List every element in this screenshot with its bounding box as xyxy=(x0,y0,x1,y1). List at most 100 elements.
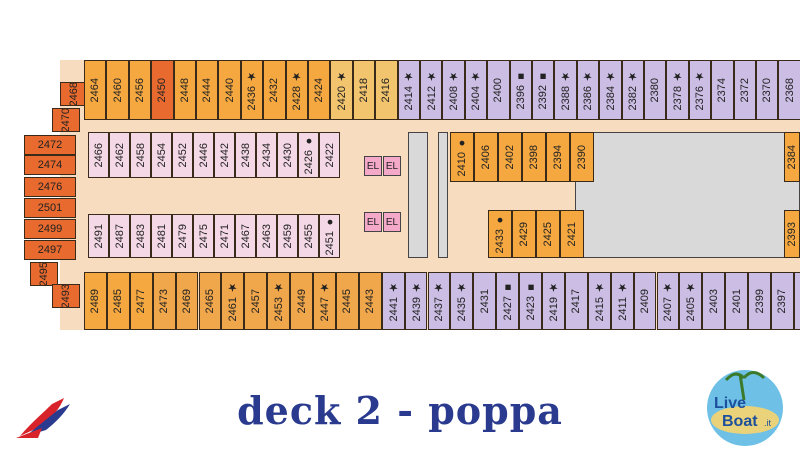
cabin: 2483 xyxy=(130,214,151,258)
cabin: 2416 xyxy=(375,60,398,120)
cabin: 2382 ★ xyxy=(621,60,644,120)
cabin: 2493 xyxy=(52,284,80,308)
elevator: EL xyxy=(364,212,382,232)
cabin: 2465 xyxy=(198,272,222,330)
cabin: 2440 xyxy=(218,60,241,120)
watermark-suffix: .it xyxy=(764,418,772,428)
cabin: 2475 xyxy=(193,214,214,258)
cabin: 2451 ● xyxy=(319,214,340,258)
cabin: 2399 xyxy=(748,272,771,330)
cabin: 2404 ★ xyxy=(464,60,488,120)
corridor-top xyxy=(60,118,800,132)
cabin: 2481 xyxy=(151,214,172,258)
cabin: 2436 ★ xyxy=(240,60,264,120)
cabin: 2406 xyxy=(474,132,498,182)
cabin: 2392 ■ xyxy=(532,60,555,120)
cabin: 2418 xyxy=(352,60,376,120)
cabin: 2495 xyxy=(30,262,58,286)
cabin: 2438 xyxy=(235,132,256,178)
cabin: 2397 xyxy=(771,272,794,330)
cabin: 2431 xyxy=(473,272,497,330)
service-area xyxy=(575,132,800,258)
cabin: 2450 xyxy=(151,60,174,120)
cabin: 2445 xyxy=(335,272,359,330)
elevator: EL xyxy=(383,156,401,176)
cabin: 2471 xyxy=(214,214,235,258)
cabin: 2453 ★ xyxy=(267,272,291,330)
carnival-funnel-logo xyxy=(16,398,70,438)
elevator: EL xyxy=(364,156,382,176)
cabin: 2374 xyxy=(711,60,734,120)
cabin: 2390 xyxy=(570,132,594,182)
cabin: 2443 xyxy=(358,272,382,330)
page-title: deck 2 - poppa xyxy=(237,388,563,433)
cabin: 2421 xyxy=(560,210,584,258)
cabin: 2449 xyxy=(290,272,313,330)
cabin: 2489 xyxy=(84,272,107,330)
cabin: 2372 xyxy=(733,60,756,120)
cabin: 2487 xyxy=(109,214,130,258)
cabin: 2368 xyxy=(778,60,800,120)
cabin: 2452 xyxy=(172,132,193,178)
cabin: 2427 ■ xyxy=(496,272,520,330)
cabin: 2444 xyxy=(196,60,219,120)
cabin: 2433 ● xyxy=(488,210,512,258)
cabin: 2429 xyxy=(512,210,536,258)
cabin: 2422 xyxy=(319,132,340,178)
cabin: 2411 ★ xyxy=(610,272,634,330)
watermark-boat: Boat xyxy=(722,413,758,430)
cabin: 2380 xyxy=(644,60,667,120)
cabin: 2476 xyxy=(24,177,76,197)
cabin: 2462 xyxy=(109,132,130,178)
cabin: 2464 xyxy=(84,60,107,120)
cabin: 2485 xyxy=(106,272,130,330)
cabin: 2463 xyxy=(256,214,277,258)
cabin: 2405 ★ xyxy=(679,272,703,330)
service-area xyxy=(438,132,448,258)
cabin: 2424 xyxy=(308,60,331,120)
cabin: 2403 xyxy=(702,272,726,330)
cabin: 2420 ★ xyxy=(330,60,353,120)
cabin: 2426 ● xyxy=(298,132,319,178)
cabin: 2454 xyxy=(151,132,172,178)
cabin: 2417 xyxy=(564,272,588,330)
cabin: 2441 ★ xyxy=(381,272,405,330)
cabin: 2448 xyxy=(173,60,196,120)
cabin: 2401 xyxy=(725,272,749,330)
cabin: 2407 ★ xyxy=(656,272,680,330)
cabin: 2412 ★ xyxy=(420,60,443,120)
corridor-bottom xyxy=(60,258,800,272)
cabin: 2415 ★ xyxy=(587,272,611,330)
cabin: 2446 xyxy=(193,132,214,178)
cabin: 2384 xyxy=(784,132,800,182)
cabin: 2400 xyxy=(487,60,510,120)
cabin: 2479 xyxy=(172,214,193,258)
cabin: 2469 xyxy=(175,272,199,330)
cabin: 2378 ★ xyxy=(666,60,689,120)
center-corridor xyxy=(110,178,342,214)
cabin: 2461 ★ xyxy=(221,272,245,330)
cabin: 2419 ★ xyxy=(542,272,565,330)
cabin: 2458 xyxy=(130,132,151,178)
cabin: 2437 ★ xyxy=(427,272,451,330)
cabin: 2470 xyxy=(52,108,80,132)
cabin: 2473 xyxy=(152,272,176,330)
cabin: 2439 ★ xyxy=(404,272,428,330)
cabin: 2430 xyxy=(277,132,298,178)
cabin: 2459 xyxy=(277,214,298,258)
cabin: 2370 xyxy=(756,60,779,120)
cabin: 2398 xyxy=(522,132,546,182)
cabin: 2423 ■ xyxy=(519,272,542,330)
cabin: 2432 xyxy=(263,60,286,120)
cabin: 2435 ★ xyxy=(450,272,474,330)
cabin: 2393 xyxy=(784,210,800,258)
cabin: 2447 ★ xyxy=(313,272,336,330)
cabin: 2442 xyxy=(214,132,235,178)
cabin: 2376 ★ xyxy=(688,60,712,120)
cabin: 2402 xyxy=(498,132,522,182)
cabin: 2386 ★ xyxy=(576,60,600,120)
cabin: 2384 ★ xyxy=(599,60,622,120)
cabin: 2474 xyxy=(24,155,76,175)
cabin: 2396 ■ xyxy=(509,60,532,120)
cabin: 2501 xyxy=(24,198,76,218)
